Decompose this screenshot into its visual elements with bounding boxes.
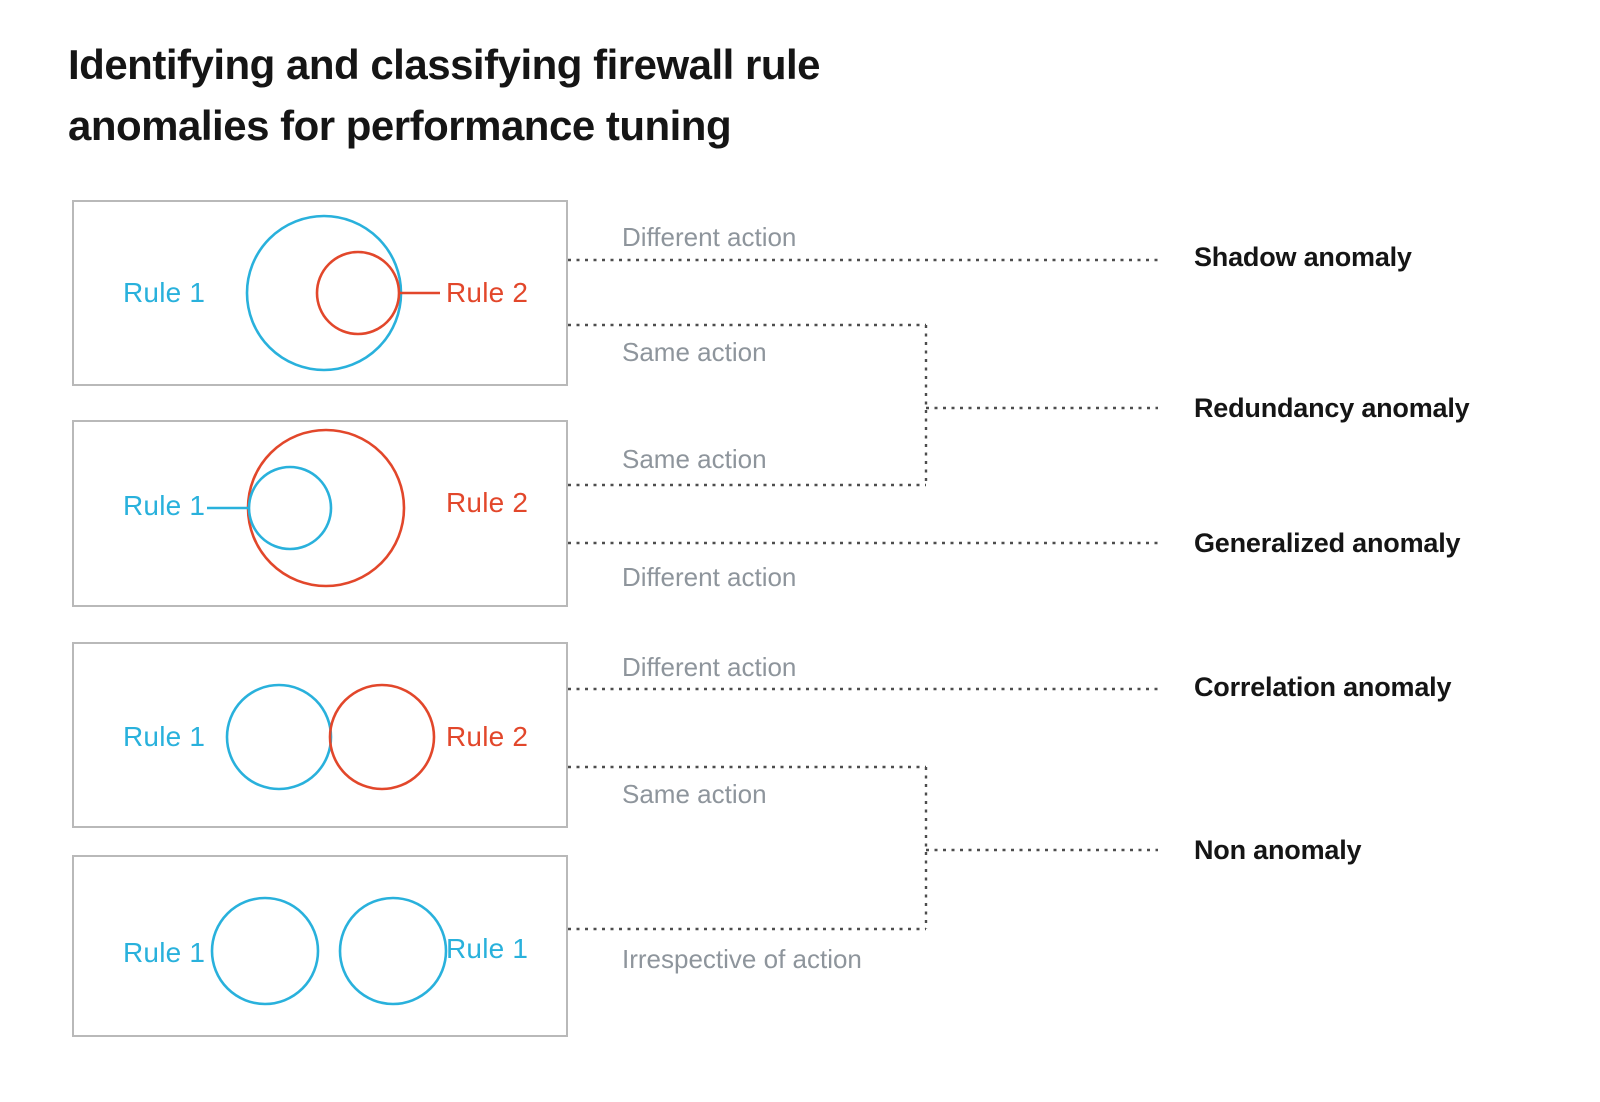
condition-label-same-action-2: Same action: [622, 444, 767, 474]
rule1-label-correlation: Rule 1: [123, 721, 206, 752]
condition-label-different-action-1: Different action: [622, 222, 797, 252]
condition-label-different-action-2: Different action: [622, 562, 797, 592]
anomaly-label-shadow: Shadow anomaly: [1194, 242, 1412, 272]
rule1-label-right-non-anomaly: Rule 1: [446, 933, 529, 964]
page-title-line1: Identifying and classifying firewall rul…: [68, 41, 821, 88]
rule2-label-generalized: Rule 2: [446, 487, 529, 518]
condition-label-same-action-3: Same action: [622, 779, 767, 809]
rule1-label-shadow: Rule 1: [123, 277, 206, 308]
rule2-label-correlation: Rule 2: [446, 721, 529, 752]
rule1-label-generalized: Rule 1: [123, 490, 206, 521]
anomaly-label-correlation: Correlation anomaly: [1194, 672, 1452, 702]
panel-non-anomaly-case: [72, 855, 568, 1037]
anomaly-label-non-anomaly: Non anomaly: [1194, 835, 1362, 865]
rule2-label-shadow: Rule 2: [446, 277, 529, 308]
page-title: Identifying and classifying firewall rul…: [68, 34, 1048, 156]
anomaly-label-generalized: Generalized anomaly: [1194, 528, 1461, 558]
condition-label-irrespective-of-action: Irrespective of action: [622, 944, 862, 974]
condition-label-same-action-1: Same action: [622, 337, 767, 367]
page-title-line2: anomalies for performance tuning: [68, 102, 732, 149]
rule1-label-left-non-anomaly: Rule 1: [123, 937, 206, 968]
condition-label-different-action-3: Different action: [622, 652, 797, 682]
anomaly-label-redundancy: Redundancy anomaly: [1194, 393, 1470, 423]
